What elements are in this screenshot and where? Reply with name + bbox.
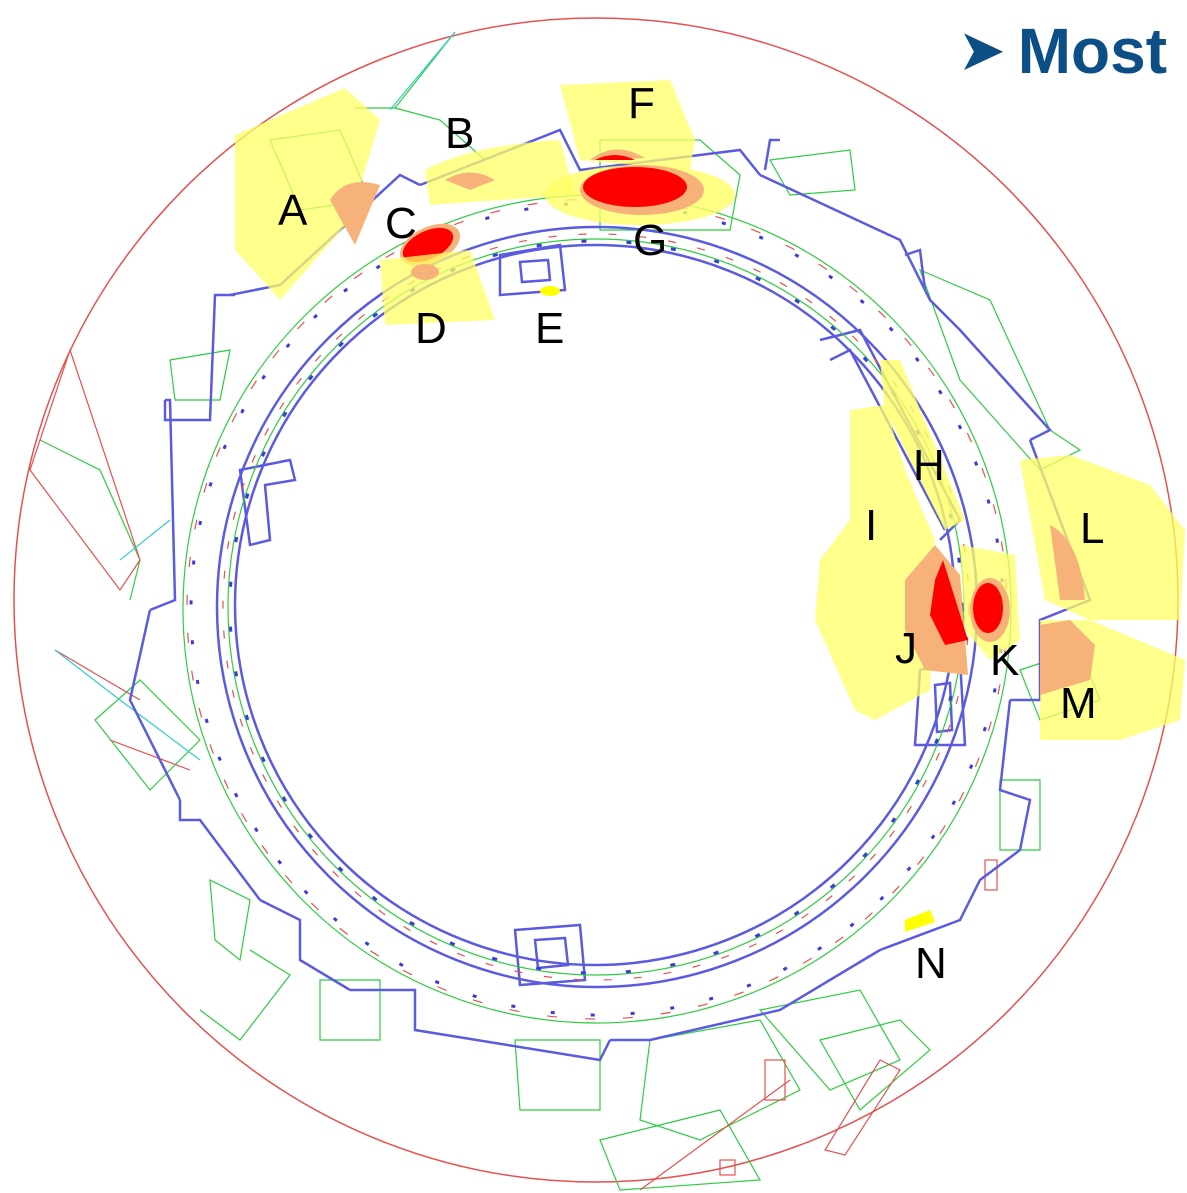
zone-l-mid (1050, 525, 1085, 600)
zone-d-low (380, 250, 495, 325)
zone-e-low (540, 286, 560, 296)
zone-label-k: K (990, 636, 1019, 685)
zone-k-high (973, 583, 1003, 633)
zone-f-low (560, 80, 695, 170)
heading-text: Most (1017, 15, 1167, 87)
zone-m-mid (1040, 620, 1095, 695)
zone-label-m: M (1060, 679, 1097, 728)
zone-label-h: H (913, 441, 945, 490)
slide-heading: ➤ Most (960, 14, 1167, 88)
zone-label-a: A (278, 186, 308, 235)
zone-label-j: J (895, 624, 917, 673)
zone-label-i: I (865, 501, 877, 550)
zone-label-d: D (415, 304, 447, 353)
zone-label-f: F (628, 79, 655, 128)
zone-label-e: E (535, 304, 564, 353)
zone-n-low (905, 910, 935, 932)
zone-label-n: N (915, 939, 947, 988)
zone-i-low (815, 405, 935, 720)
building-outlines (39, 31, 1101, 1191)
dose-zones (235, 80, 1185, 932)
zone-a-low (235, 88, 380, 300)
zone-label-g: G (633, 216, 667, 265)
zone-label-l: L (1080, 504, 1104, 553)
zone-d-mid (411, 264, 439, 280)
zone-label-b: B (445, 109, 474, 158)
zone-h-low (880, 360, 965, 530)
zone-j-high (930, 560, 968, 645)
zone-g-high (583, 167, 687, 207)
zone-b-low (425, 140, 575, 205)
zone-b-mid (445, 172, 495, 190)
zone-label-c: C (385, 199, 417, 248)
service-lines (54, 31, 456, 761)
zone-f-high (595, 155, 635, 160)
shielding-walls (128, 128, 1092, 1062)
zone-labels: A B C D E F G H I J K L M N (278, 79, 1104, 988)
zone-a-mid (330, 182, 380, 245)
arrowhead-bullet-icon: ➤ (960, 22, 1004, 80)
